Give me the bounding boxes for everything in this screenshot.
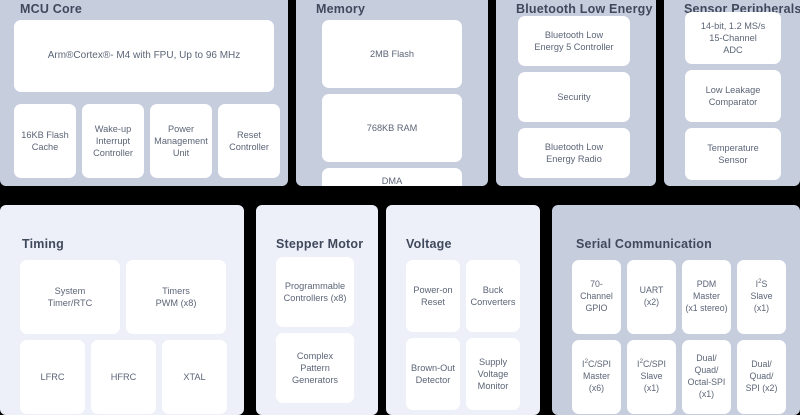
section-voltage: Voltage Power-on Reset Buck Converters B…	[386, 205, 540, 415]
section-title-mcu-core: MCU Core	[20, 2, 83, 16]
block-buck-converters[interactable]: Buck Converters	[466, 260, 520, 332]
block-temperature-sensor[interactable]: Temperature Sensor	[685, 128, 781, 180]
block-group-memory: 2MB Flash 768KB RAM DMA	[322, 20, 462, 186]
block-flash-cache[interactable]: 16KB Flash Cache	[14, 104, 76, 178]
section-bluetooth-low-energy: Bluetooth Low Energy Bluetooth Low Energ…	[496, 0, 656, 186]
i2c-slave-label: I2C/SPI Slave (x1)	[637, 358, 666, 393]
block-pdm-master[interactable]: PDM Master (x1 stereo)	[682, 260, 731, 334]
block-timers-pwm[interactable]: Timers PWM (x8)	[126, 260, 226, 334]
section-sensor-peripherals: Sensor Peripherals 14-bit, 1.2 MS/s 15-C…	[664, 0, 800, 186]
block-power-on-reset[interactable]: Power-on Reset	[406, 260, 460, 332]
block-power-management-unit[interactable]: Power Management Unit	[150, 104, 212, 178]
i2s-superscript: 2	[758, 278, 762, 286]
block-programmable-controllers[interactable]: Programmable Controllers (x8)	[276, 257, 354, 327]
block-row: LFRC HFRC XTAL	[20, 340, 227, 414]
block-group-timing: System Timer/RTC Timers PWM (x8) LFRC HF…	[20, 260, 227, 414]
block-brown-out-detector[interactable]: Brown-Out Detector	[406, 338, 460, 410]
block-reset-controller[interactable]: Reset Controller	[218, 104, 280, 178]
block-group-mcu-core: Arm®Cortex®- M4 with FPU, Up to 96 MHz 1…	[14, 20, 280, 178]
block-flash[interactable]: 2MB Flash	[322, 20, 462, 88]
block-quad-spi[interactable]: Dual/ Quad/ SPI (x2)	[737, 340, 786, 414]
block-dma[interactable]: DMA	[322, 168, 462, 186]
block-xtal[interactable]: XTAL	[162, 340, 227, 414]
block-row: Brown-Out Detector Supply Voltage Monito…	[406, 338, 520, 410]
block-adc[interactable]: 14-bit, 1.2 MS/s 15-Channel ADC	[685, 12, 781, 64]
i2c-master-label: I2C/SPI Master (x6)	[582, 358, 611, 393]
block-i2c-spi-master[interactable]: I2C/SPI Master (x6)	[572, 340, 621, 414]
block-ram[interactable]: 768KB RAM	[322, 94, 462, 162]
block-uart[interactable]: UART (x2)	[627, 260, 676, 334]
block-ble-radio[interactable]: Bluetooth Low Energy Radio	[518, 128, 630, 178]
i2c-master-superscript: 2	[584, 358, 588, 366]
block-row: System Timer/RTC Timers PWM (x8)	[20, 260, 226, 334]
block-row: 16KB Flash Cache Wake-up Interrupt Contr…	[14, 104, 280, 178]
section-title-stepper-motor: Stepper Motor	[276, 237, 364, 251]
section-timing: Timing System Timer/RTC Timers PWM (x8) …	[0, 205, 244, 415]
section-stepper-motor: Stepper Motor Programmable Controllers (…	[256, 205, 378, 415]
block-gpio[interactable]: 70- Channel GPIO	[572, 260, 621, 334]
block-group-serial: 70- Channel GPIO UART (x2) PDM Master (x…	[572, 260, 786, 414]
block-complex-pattern-generators[interactable]: Complex Pattern Generators	[276, 333, 354, 403]
block-row: I2C/SPI Master (x6) I2C/SPI Slave (x1) D…	[572, 340, 786, 414]
section-title-voltage: Voltage	[406, 237, 452, 251]
section-title-bluetooth-low-energy: Bluetooth Low Energy	[516, 2, 653, 16]
block-octal-spi[interactable]: Dual/ Quad/ Octal-SPI (x1)	[682, 340, 731, 414]
block-row: Power-on Reset Buck Converters	[406, 260, 520, 332]
block-lfrc[interactable]: LFRC	[20, 340, 85, 414]
block-i2c-spi-slave[interactable]: I2C/SPI Slave (x1)	[627, 340, 676, 414]
block-group-bluetooth: Bluetooth Low Energy 5 Controller Securi…	[518, 16, 630, 178]
block-group-stepper: Programmable Controllers (x8) Complex Pa…	[276, 257, 354, 403]
block-row: 70- Channel GPIO UART (x2) PDM Master (x…	[572, 260, 786, 334]
block-group-sensor: 14-bit, 1.2 MS/s 15-Channel ADC Low Leak…	[685, 12, 781, 180]
block-system-timer-rtc[interactable]: System Timer/RTC	[20, 260, 120, 334]
block-i2s-slave[interactable]: I2S Slave (x1)	[737, 260, 786, 334]
i2c-slave-superscript: 2	[639, 358, 643, 366]
block-wakeup-interrupt-controller[interactable]: Wake-up Interrupt Controller	[82, 104, 144, 178]
block-row: Arm®Cortex®- M4 with FPU, Up to 96 MHz	[14, 20, 274, 92]
block-supply-voltage-monitor[interactable]: Supply Voltage Monitor	[466, 338, 520, 410]
section-memory: Memory 2MB Flash 768KB RAM DMA	[296, 0, 488, 186]
block-low-leakage-comparator[interactable]: Low Leakage Comparator	[685, 70, 781, 122]
block-security[interactable]: Security	[518, 72, 630, 122]
block-cpu[interactable]: Arm®Cortex®- M4 with FPU, Up to 96 MHz	[14, 20, 274, 92]
section-title-serial-communication: Serial Communication	[576, 237, 712, 251]
section-mcu-core: MCU Core Arm®Cortex®- M4 with FPU, Up to…	[0, 0, 288, 186]
section-serial-communication: Serial Communication 70- Channel GPIO UA…	[552, 205, 800, 415]
block-hfrc[interactable]: HFRC	[91, 340, 156, 414]
block-ble5-controller[interactable]: Bluetooth Low Energy 5 Controller	[518, 16, 630, 66]
section-title-memory: Memory	[316, 2, 366, 16]
block-group-voltage: Power-on Reset Buck Converters Brown-Out…	[406, 260, 521, 410]
section-title-timing: Timing	[22, 237, 64, 251]
i2s-label: I2S Slave (x1)	[750, 278, 773, 313]
